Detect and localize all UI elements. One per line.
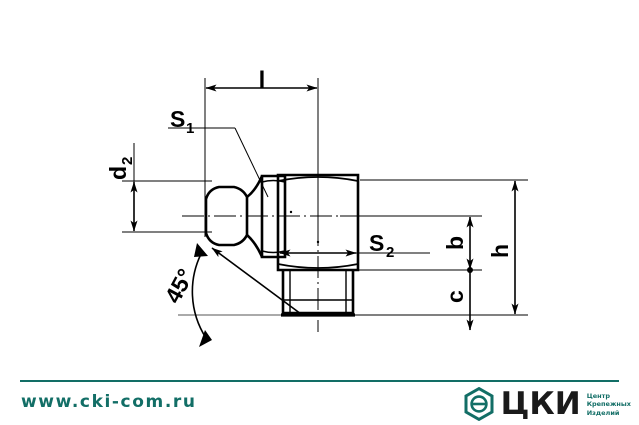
drawing-canvas: l S 1 d 2 S 2 b c [105,67,528,347]
brand-name: ЦКИ [500,385,581,422]
dim-label-l: l [259,67,266,94]
dim-label-h: h [487,244,513,258]
brand-tagline: Центр Крепежных Изделий [587,391,631,417]
svg-text:2: 2 [119,157,136,165]
dim-label-c: c [442,290,468,303]
brand-tagline-line-2: Крепежных [586,400,631,409]
website-url[interactable]: www.cki-com.ru [21,392,197,412]
technical-drawing: l S 1 d 2 S 2 b c [105,67,528,347]
svg-text:d: d [105,166,131,180]
page-footer: www.cki-com.ru ЦКИ Центр Крепежных Издел… [0,370,639,425]
svg-text:1: 1 [186,120,194,137]
dim-label-s1: S 1 [170,106,194,137]
footer-divider [20,380,619,382]
dim-label-d2: d 2 [105,157,136,180]
hexagon-circle-icon [464,387,494,421]
brand-logo[interactable]: ЦКИ Центр Крепежных Изделий [463,387,631,421]
svg-text:S: S [369,230,384,256]
svg-text:S: S [170,106,185,132]
dim-label-s2: S 2 [369,230,394,261]
svg-text:2: 2 [386,244,394,261]
brand-tagline-line-1: Центр [586,391,611,400]
dim-label-b: b [442,236,468,250]
brand-tagline-line-3: Изделий [586,408,620,417]
